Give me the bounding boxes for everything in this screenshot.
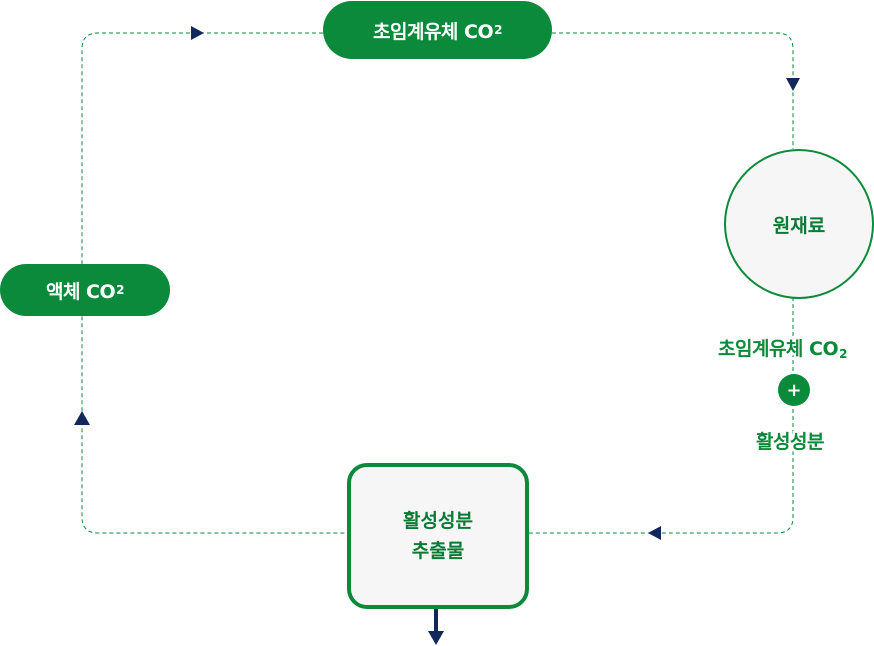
extract-label-line2: 추출물 [411,540,465,562]
supercritical-co2-side-label: 초임계유체 CO2 [718,334,847,361]
arrow-up-icon [74,411,90,425]
arrow-right-icon [191,26,204,40]
arrow-left-icon [648,526,661,540]
liquid-co2-label: 액체 CO [45,280,116,303]
side-label-text: 초임계유체 CO [718,338,839,360]
extract-label-line1: 활성성분 [403,510,473,532]
extract-node: 활성성분 추출물 [347,463,529,609]
raw-material-label: 원재료 [772,214,826,237]
co2-subscript: 2 [839,347,847,361]
active-ingredient-side-label: 활성성분 [756,431,824,453]
plus-icon: + [778,374,810,406]
raw-material-node: 원재료 [724,149,874,299]
supercritical-co2-label: 초임계유체 CO [373,20,494,43]
arrow-down-icon [786,78,800,91]
output-arrow-down-icon [428,631,444,645]
cycle-dashed-line [81,32,794,534]
co2-subscript: 2 [116,283,125,297]
co2-subscript: 2 [494,23,502,37]
